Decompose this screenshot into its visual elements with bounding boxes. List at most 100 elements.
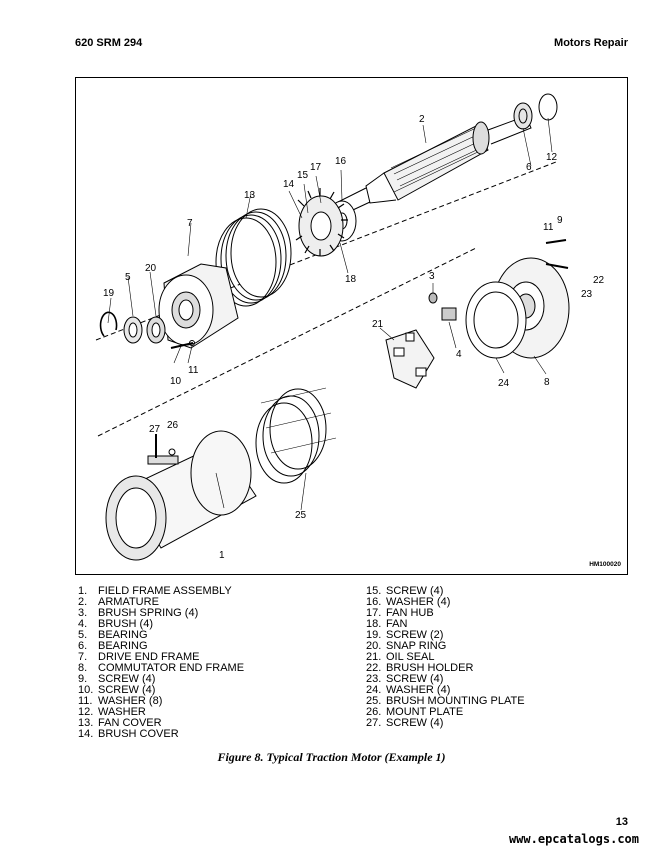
callout-27: 27 bbox=[149, 424, 161, 435]
callout-2: 2 bbox=[419, 114, 425, 125]
callout-18: 17 bbox=[310, 162, 322, 173]
callout-11-upper: 11 bbox=[543, 222, 554, 233]
field-frame-assembly bbox=[105, 430, 257, 561]
legend-num: 10. bbox=[78, 684, 94, 696]
legend-item: 3. BRUSH SPRING (4) bbox=[78, 608, 244, 619]
screw-23 bbox=[545, 263, 569, 269]
legend-item: 5. BEARING bbox=[78, 630, 244, 641]
legend-num: 24. bbox=[366, 684, 382, 696]
legend-num: 7. bbox=[78, 651, 88, 663]
leader-lines bbox=[107, 117, 553, 511]
lower-axis-line bbox=[97, 247, 477, 437]
legend-num: 6. bbox=[78, 640, 88, 652]
legend-text: ARMATURE bbox=[98, 596, 159, 608]
legend-text: FIELD FRAME ASSEMBLY bbox=[98, 585, 232, 597]
legend-text: WASHER (4) bbox=[386, 684, 451, 696]
legend-text: DRIVE END FRAME bbox=[98, 651, 200, 663]
legend-item: 25.BRUSH MOUNTING PLATE bbox=[366, 696, 525, 707]
callout-25: 24 bbox=[498, 378, 510, 389]
legend-item: 8.COMMUTATOR END FRAME bbox=[78, 663, 244, 674]
callout-19: 18 bbox=[345, 274, 357, 285]
legend-num: 18. bbox=[366, 618, 382, 630]
bearing-6 bbox=[513, 102, 533, 130]
header-doc-id: 620 SRM 294 bbox=[75, 37, 143, 49]
legend-text: BRUSH HOLDER bbox=[386, 662, 474, 674]
legend-text: SCREW (2) bbox=[386, 629, 444, 641]
legend-item: 16.WASHER (4) bbox=[366, 597, 525, 608]
legend-text: SNAP RING bbox=[386, 640, 447, 652]
legend-item: 19. SCREW (2) bbox=[366, 630, 525, 641]
callout-10: 10 bbox=[170, 376, 182, 387]
callout-13: 13 bbox=[244, 190, 256, 201]
screw-9 bbox=[545, 239, 567, 244]
drive-end-frame bbox=[158, 263, 239, 349]
mount-plate-26 bbox=[168, 448, 176, 456]
legend-right-column: 15. SCREW (4) 16.WASHER (4) 17.FAN HUB 18… bbox=[366, 586, 525, 729]
callout-15: 14 bbox=[283, 179, 295, 190]
callout-17: 16 bbox=[335, 156, 347, 167]
legend-num: 9. bbox=[78, 673, 88, 685]
callout-24: 23 bbox=[581, 289, 593, 300]
snap-ring-20 bbox=[99, 311, 118, 337]
legend-num: 5. bbox=[78, 629, 88, 641]
callout-1: 1 bbox=[219, 550, 225, 561]
legend-item: 9.SCREW (4) bbox=[78, 674, 244, 685]
legend-item: 17.FAN HUB bbox=[366, 608, 525, 619]
legend-text: FAN HUB bbox=[386, 607, 434, 619]
header-section-title: Motors Repair bbox=[554, 37, 628, 49]
legend-text: BEARING bbox=[98, 629, 148, 641]
legend-num: 25. bbox=[366, 695, 382, 707]
legend-text: COMMUTATOR END FRAME bbox=[98, 662, 245, 674]
legend-item: 1. FIELD FRAME ASSEMBLY bbox=[78, 586, 244, 597]
callout-9: 9 bbox=[557, 215, 563, 226]
legend-item: 24. WASHER (4) bbox=[366, 685, 525, 696]
exploded-motor-figure: 2 12 6 16 17 15 14 13 7 11 9 18 5 20 3 2… bbox=[75, 77, 628, 575]
washer-12 bbox=[538, 93, 558, 121]
watermark-link[interactable]: www.epcatalogs.com bbox=[508, 832, 639, 846]
legend-item: 13.FAN COVER bbox=[78, 718, 244, 729]
legend-item: 23. SCREW (4) bbox=[366, 674, 525, 685]
legend-item: 20.SNAP RING bbox=[366, 641, 525, 652]
legend-text: BEARING bbox=[98, 640, 148, 652]
callout-26: 26 bbox=[167, 420, 179, 431]
legend-text: SCREW (4) bbox=[386, 717, 444, 729]
legend-num: 21. bbox=[366, 651, 382, 663]
legend-item: 12.WASHER bbox=[78, 707, 244, 718]
callout-8: 8 bbox=[544, 377, 550, 388]
legend-item: 11.WASHER (8) bbox=[78, 696, 244, 707]
legend-item: 18.FAN bbox=[366, 619, 525, 630]
figure-id: HM100020 bbox=[589, 561, 621, 568]
legend-text: SCREW (4) bbox=[386, 673, 444, 685]
legend-num: 23. bbox=[366, 673, 382, 685]
callout-16: 15 bbox=[297, 170, 309, 181]
legend-text: OIL SEAL bbox=[386, 651, 435, 663]
legend-text: BRUSH COVER bbox=[98, 728, 179, 740]
callout-21: 20 bbox=[145, 263, 157, 274]
callout-5: 5 bbox=[125, 272, 131, 283]
legend-text: WASHER (4) bbox=[386, 596, 451, 608]
brush-spring-3 bbox=[428, 292, 438, 304]
callout-12: 12 bbox=[546, 152, 558, 163]
legend-text: WASHER (8) bbox=[98, 695, 163, 707]
motor-exploded-diagram: 2 12 6 16 17 15 14 13 7 11 9 18 5 20 3 2… bbox=[95, 93, 605, 561]
legend-num: 2. bbox=[78, 596, 88, 608]
legend-num: 15. bbox=[366, 585, 382, 597]
armature-part bbox=[335, 115, 532, 217]
legend-num: 3. bbox=[78, 607, 88, 619]
legend-num: 4. bbox=[78, 618, 88, 630]
legend-item: 7. DRIVE END FRAME bbox=[78, 652, 244, 663]
legend-num: 1. bbox=[78, 585, 88, 597]
legend-item: 2. ARMATURE bbox=[78, 597, 244, 608]
legend-num: 27. bbox=[366, 717, 382, 729]
brush-cover bbox=[255, 387, 337, 484]
callout-11-lower: 11 bbox=[188, 365, 199, 376]
brush-4 bbox=[441, 307, 457, 321]
legend-left-column: 1. FIELD FRAME ASSEMBLY 2. ARMATURE 3. BRUS… bbox=[78, 586, 244, 740]
page-number: 13 bbox=[615, 816, 628, 828]
legend-text: BRUSH SPRING (4) bbox=[98, 607, 199, 619]
legend-item: 6. BEARING bbox=[78, 641, 244, 652]
callout-7: 7 bbox=[187, 218, 193, 229]
callout-6: 6 bbox=[526, 162, 532, 173]
callout-4: 4 bbox=[456, 349, 462, 360]
legend-num: 19. bbox=[366, 629, 382, 641]
